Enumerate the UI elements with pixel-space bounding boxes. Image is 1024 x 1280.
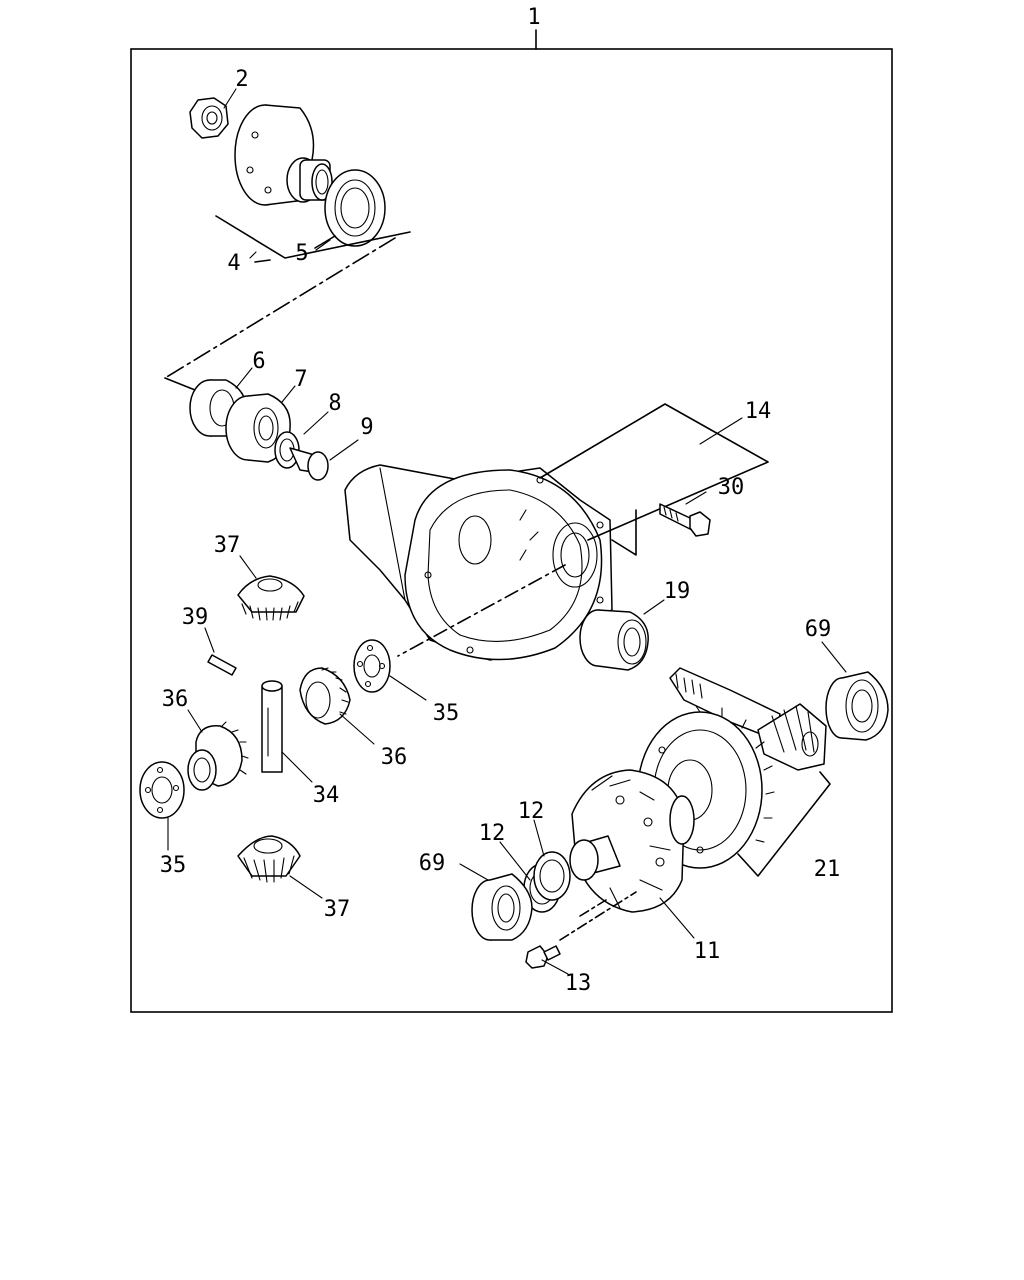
callout-1: 1 bbox=[527, 5, 540, 30]
callout-11: 11 bbox=[694, 939, 721, 964]
callout-12-lower: 12 bbox=[479, 821, 506, 846]
differential-case bbox=[569, 769, 695, 913]
callout-9: 9 bbox=[360, 415, 373, 440]
adjustment-shim-inner bbox=[533, 851, 571, 901]
callout-labels: 1 2 4 5 6 7 8 9 14 30 37 19 69 39 35 36 … bbox=[160, 5, 841, 996]
callout-35-upper: 35 bbox=[433, 701, 460, 726]
callout-39: 39 bbox=[182, 605, 209, 630]
callout-5: 5 bbox=[295, 241, 308, 266]
differential-carrier-housing bbox=[344, 464, 613, 661]
callout-37-lower: 37 bbox=[324, 897, 351, 922]
callout-8: 8 bbox=[328, 391, 341, 416]
flange-nut bbox=[189, 97, 229, 139]
collapsible-spacer bbox=[289, 447, 329, 481]
callout-69-left: 69 bbox=[419, 851, 446, 876]
oil-seal bbox=[324, 169, 386, 247]
drive-pinion bbox=[669, 667, 827, 771]
diagram-frame bbox=[130, 48, 893, 1013]
callout-36-left: 36 bbox=[162, 687, 189, 712]
lock-pin bbox=[207, 654, 237, 676]
side-bearing bbox=[579, 609, 649, 671]
ring-gear-bolt bbox=[525, 945, 561, 969]
callout-37-upper: 37 bbox=[214, 533, 241, 558]
carrier-bolt bbox=[659, 503, 711, 537]
spacer-washer bbox=[274, 431, 300, 469]
pinion-rear-bearing bbox=[825, 671, 889, 741]
side-gear-lower bbox=[237, 835, 301, 883]
callout-36-right: 36 bbox=[381, 745, 408, 770]
callout-35-left: 35 bbox=[160, 853, 187, 878]
differential-side-bearing bbox=[471, 873, 533, 941]
thrust-washer-upper bbox=[353, 639, 391, 693]
callout-14: 14 bbox=[745, 399, 772, 424]
thrust-washer-left bbox=[139, 761, 185, 819]
cross-shaft bbox=[261, 680, 283, 773]
callout-4: 4 bbox=[227, 251, 240, 276]
pinion-gear-right bbox=[299, 667, 351, 725]
callout-12-upper: 12 bbox=[518, 799, 545, 824]
callout-30: 30 bbox=[718, 475, 745, 500]
side-gear-upper bbox=[237, 575, 305, 621]
callout-2: 2 bbox=[235, 67, 248, 92]
callout-21: 21 bbox=[814, 857, 841, 882]
callout-13: 13 bbox=[565, 971, 592, 996]
callout-69-right: 69 bbox=[805, 617, 832, 642]
pinion-gear-left bbox=[187, 721, 249, 791]
callout-19: 19 bbox=[664, 579, 691, 604]
companion-flange bbox=[234, 104, 333, 206]
callout-7: 7 bbox=[294, 367, 307, 392]
leader-lines bbox=[167, 88, 847, 975]
callout-34: 34 bbox=[313, 783, 340, 808]
callout-6: 6 bbox=[252, 349, 265, 374]
